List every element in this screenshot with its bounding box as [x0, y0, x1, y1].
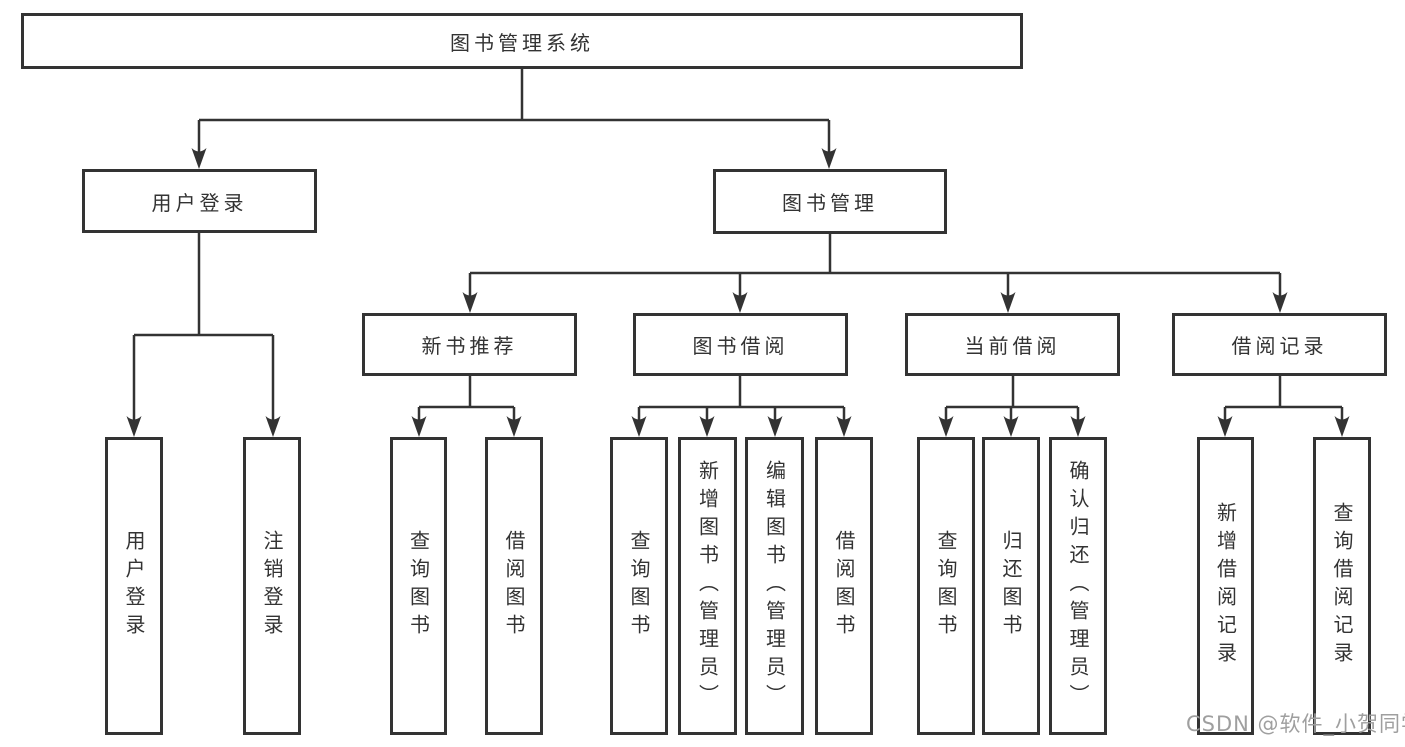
csdn-watermark: CSDN @软件_小贺同学: [1186, 712, 1405, 736]
node-root-label: 图书管理系统: [450, 30, 594, 55]
leaf-logout-label: 注销登录: [260, 530, 284, 642]
leaf-add-borrow-record: 新增借阅记录: [1197, 437, 1254, 735]
leaf-query-borrow-record-label: 查询借阅记录: [1330, 502, 1354, 670]
node-user-login: 用户登录: [82, 169, 317, 233]
leaf-borrow-books: 借阅图书: [815, 437, 873, 735]
node-new-book-recommend-label: 新书推荐: [421, 334, 518, 358]
node-current-borrow: 当前借阅: [905, 313, 1120, 376]
leaf-query-books-current: 查询图书: [917, 437, 975, 735]
leaf-borrow-books-recommend-label: 借阅图书: [502, 530, 526, 642]
leaf-edit-book-admin-label: 编辑图书（管理员）: [762, 460, 787, 712]
leaf-query-books-recommend-label: 查询图书: [406, 530, 431, 642]
leaf-return-book: 归还图书: [982, 437, 1040, 735]
node-user-login-label: 用户登录: [151, 190, 248, 215]
leaf-logout: 注销登录: [243, 437, 301, 735]
leaf-confirm-return-admin-label: 确认归还（管理员）: [1066, 460, 1090, 712]
node-borrow-records: 借阅记录: [1172, 313, 1387, 376]
leaf-query-borrow-record: 查询借阅记录: [1313, 437, 1371, 735]
leaf-add-borrow-record-label: 新增借阅记录: [1213, 502, 1238, 670]
node-book-management: 图书管理: [713, 169, 947, 234]
leaf-edit-book-admin: 编辑图书（管理员）: [745, 437, 804, 735]
leaf-query-books-borrow-label: 查询图书: [627, 530, 651, 642]
node-current-borrow-label: 当前借阅: [964, 334, 1061, 358]
node-new-book-recommend: 新书推荐: [362, 313, 577, 376]
node-root: 图书管理系统: [21, 13, 1023, 69]
node-borrow-records-label: 借阅记录: [1231, 334, 1328, 358]
leaf-add-book-admin-label: 新增图书（管理员）: [695, 460, 720, 712]
leaf-user-login: 用户登录: [105, 437, 163, 735]
node-book-management-label: 图书管理: [782, 191, 878, 215]
node-book-borrow-label: 图书借阅: [692, 334, 789, 358]
leaf-query-books-recommend: 查询图书: [390, 437, 447, 735]
leaf-borrow-books-recommend: 借阅图书: [485, 437, 543, 735]
leaf-user-login-label: 用户登录: [122, 530, 146, 642]
leaf-borrow-books-label: 借阅图书: [832, 530, 856, 642]
leaf-query-books-current-label: 查询图书: [934, 530, 958, 642]
leaf-query-books-borrow: 查询图书: [610, 437, 668, 735]
leaf-add-book-admin: 新增图书（管理员）: [678, 437, 737, 735]
leaf-return-book-label: 归还图书: [999, 530, 1023, 642]
leaf-confirm-return-admin: 确认归还（管理员）: [1049, 437, 1107, 735]
node-book-borrow: 图书借阅: [633, 313, 848, 376]
